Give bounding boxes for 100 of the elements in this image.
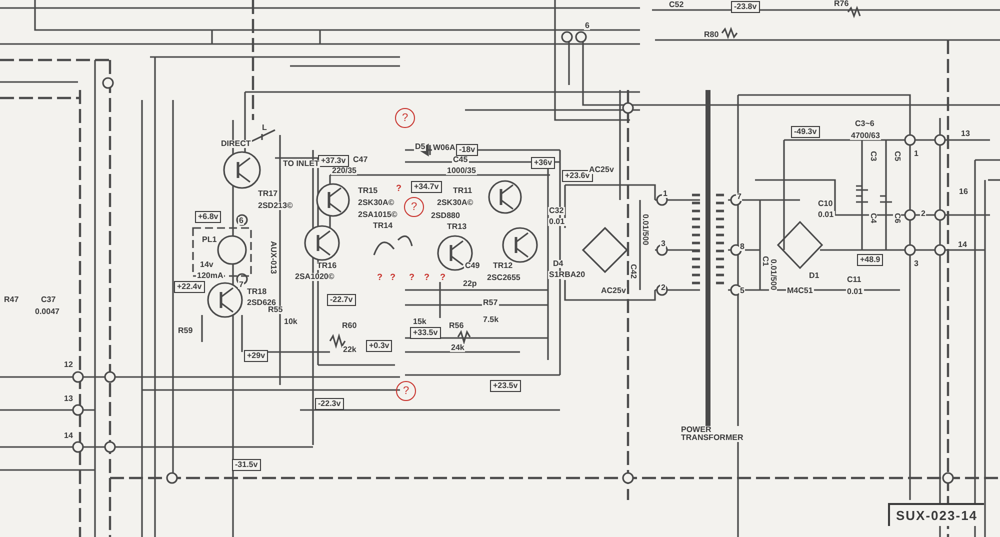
component-label: C45 [452, 156, 469, 164]
component-label: 0.01 [817, 211, 835, 219]
question-mark: ? [389, 273, 396, 282]
voltage-box: -31.5v [232, 459, 261, 471]
voltage-box: +33.5v [410, 327, 441, 339]
voltage-box: +48.9 [857, 254, 884, 266]
component-label: 10k [283, 318, 298, 326]
component-label: 7.5k [482, 316, 500, 324]
component-label: 13 [63, 395, 74, 403]
component-label: 0.01/500 [641, 213, 649, 246]
voltage-box: +23.5v [490, 380, 521, 392]
component-label: TR16 [316, 262, 338, 270]
component-label: TR14 [372, 222, 394, 230]
component-label: C3 [869, 150, 877, 162]
component-label: AC25v [588, 166, 615, 174]
component-label: 2 [920, 210, 926, 218]
component-label: L [261, 124, 268, 132]
component-label: 0.0047 [34, 308, 60, 316]
component-label: R55 [267, 306, 284, 314]
component-label: 6 [238, 217, 244, 225]
component-label: 16 [958, 188, 969, 196]
component-label: PL1 [201, 236, 218, 244]
component-label: R76 [833, 0, 850, 8]
component-label: 1 [913, 150, 920, 158]
component-label: TR15 [357, 187, 379, 195]
component-label: 7 [736, 193, 742, 201]
component-label: 8 [739, 243, 746, 251]
component-label: 2 [660, 284, 666, 292]
component-label: 13 [960, 130, 971, 138]
component-label: TR18 [246, 288, 268, 296]
component-label: 12 [63, 361, 74, 369]
component-label: 1000/35 [446, 167, 477, 175]
component-label: C49 [464, 262, 481, 270]
component-label: C1 [761, 255, 769, 268]
component-label: R59 [177, 327, 194, 335]
component-label: D4 [552, 260, 564, 268]
part-number-box: SUX-023-14 [888, 503, 984, 526]
component-label: TR11 [452, 187, 474, 195]
question-mark: ? [408, 273, 416, 282]
component-label: C4 [869, 212, 877, 224]
component-label: DIRECT [220, 140, 252, 148]
component-label: C6 [893, 212, 901, 224]
component-label: C52 [668, 1, 685, 9]
component-label: R57 [482, 299, 499, 307]
component-label: R56 [448, 322, 465, 330]
component-label: 0.01 [548, 218, 566, 226]
component-label: 14 [957, 241, 968, 249]
component-label: AC25v [600, 287, 627, 295]
component-label: TO INLET [282, 160, 320, 168]
component-label: M4C51 [786, 287, 814, 295]
voltage-box: +22.4v [174, 281, 205, 293]
component-label: C32 [548, 207, 565, 215]
component-label: C5 [893, 150, 901, 162]
component-label: D1 [808, 272, 820, 280]
component-label: 2SA1020© [294, 273, 336, 281]
component-label: C37 [40, 296, 57, 304]
component-label: C3~6 [854, 120, 876, 128]
component-label: 6 [584, 22, 590, 30]
voltage-box: +34.7v [411, 181, 442, 193]
voltage-box: -22.3v [315, 398, 344, 410]
component-label: 2SD213© [257, 202, 294, 210]
component-label: 2SK30A© [357, 199, 396, 207]
component-label: 15k [412, 318, 428, 326]
question-mark: ? [423, 273, 430, 282]
component-label: 2SD626 [246, 299, 277, 307]
question-mark-circle: ? [396, 381, 416, 401]
component-label: 7 [238, 281, 244, 289]
component-label: 5 [739, 287, 746, 295]
component-label: 2SD880 [430, 212, 461, 220]
voltage-box: +37.3v [318, 155, 349, 167]
voltage-box: +29v [244, 350, 268, 362]
component-label: 120mA [196, 272, 224, 280]
question-mark-circle: ? [395, 108, 415, 128]
component-label: 14 [63, 432, 74, 440]
component-label: TR17 [257, 190, 279, 198]
component-label: 220/35 [331, 167, 358, 175]
component-label: 22k [342, 346, 358, 354]
component-label: W06A [432, 144, 456, 152]
component-label: TR13 [446, 223, 468, 231]
question-mark: ? [395, 184, 402, 193]
component-label: C11 [846, 276, 862, 284]
component-label: C42 [629, 263, 637, 280]
component-label: 2SA1015© [357, 211, 398, 219]
question-mark-circle: ? [404, 197, 424, 217]
voltage-box: -49.3v [791, 126, 820, 138]
component-label: R80 [703, 31, 720, 39]
component-label: 1 [662, 190, 668, 198]
voltage-box: -22.7v [327, 294, 356, 306]
component-label: D5 [414, 143, 426, 151]
voltage-box: -18v [456, 144, 478, 156]
component-label: 2SC2655 [486, 274, 522, 282]
component-label: 24k [450, 344, 466, 352]
voltage-box: +0.3v [366, 340, 392, 352]
component-label: 3 [913, 260, 920, 268]
component-label: 14v [199, 261, 214, 269]
component-label: 2SK30A© [436, 199, 474, 207]
component-label: 0.01 [846, 288, 864, 296]
component-label: 22p [462, 280, 478, 288]
voltage-box: +36v [531, 157, 556, 169]
component-label: TR12 [492, 262, 514, 270]
